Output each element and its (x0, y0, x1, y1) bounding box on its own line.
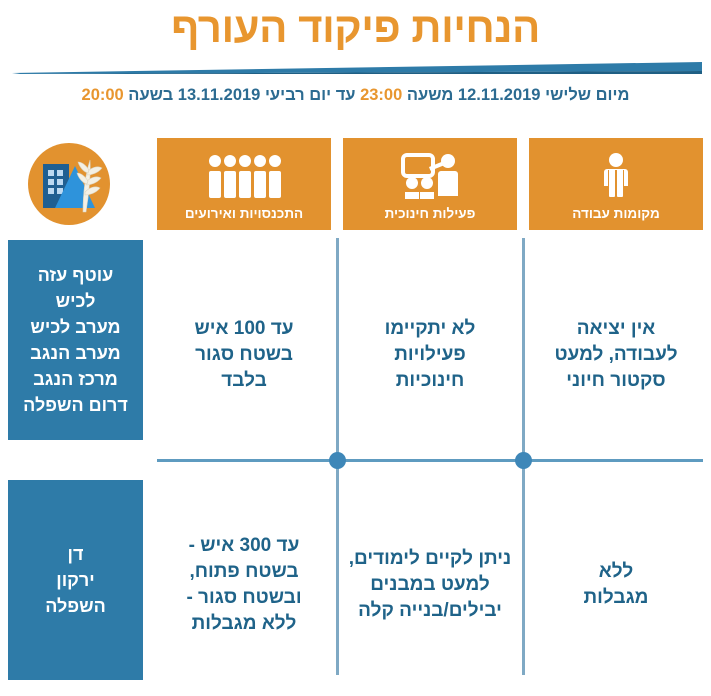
icon-container (161, 146, 327, 206)
header: הנחיות פיקוד העורף מיום שלישי 12.11.2019… (0, 0, 711, 128)
classroom-teacher-icon (401, 153, 458, 199)
home-front-command-logo (28, 143, 110, 225)
row-divider (157, 459, 703, 462)
divider-dot-2 (329, 452, 346, 469)
region-label-row2: דן ירקון השפלה (8, 480, 143, 680)
cell-row1-gatherings: עד 100 איש בשטח סגור בלבד (194, 318, 294, 391)
subtitle: מיום שלישי 12.11.2019 משעה 23:00 עד יום … (0, 82, 711, 108)
column-headers: מקומות עבודה פעילות חינוכית (0, 138, 711, 230)
cell-row2-education: ניתן לקיים לימודים, למעט במבנים יבילים/ב… (348, 548, 512, 621)
subtitle-middle: עד יום רביעי 13.11.2019 בשעה (123, 86, 361, 104)
column-header-workplaces: מקומות עבודה (529, 138, 703, 230)
cell-row2-gatherings: עד 300 איש - בשטח פתוח, ובשטח סגור - ללא… (186, 535, 302, 634)
cell-row2-workplaces: ללא מגבלות (583, 561, 649, 608)
column-header-label: פעילות חינוכית (384, 206, 476, 221)
column-header-label: מקומות עבודה (572, 206, 660, 221)
divider-dot-1 (515, 452, 532, 469)
subtitle-end-time: 20:00 (81, 86, 124, 104)
cell-row1-education: לא יתקיימו פעילויות חינוכיות (384, 318, 476, 391)
region-label-row1: עוטף עזה לכיש מערב לכיש מערב הנגב מרכז ה… (8, 240, 143, 440)
worker-person-icon (604, 153, 628, 197)
column-header-education: פעילות חינוכית (343, 138, 517, 230)
cell-row1-workplaces: אין יציאה לעבודה, למעט סקטור חיוני (554, 318, 678, 391)
crowd-people-icon (209, 155, 281, 198)
icon-container (347, 146, 513, 206)
ribbon-divider (12, 62, 702, 74)
column-header-label: התכנסויות ואירועים (184, 206, 304, 221)
subtitle-start-time: 23:00 (360, 86, 403, 104)
subtitle-prefix: מיום שלישי 12.11.2019 משעה (402, 86, 630, 104)
page-title: הנחיות פיקוד העורף (171, 4, 540, 51)
column-header-gatherings: התכנסויות ואירועים (157, 138, 331, 230)
icon-container (533, 146, 699, 206)
